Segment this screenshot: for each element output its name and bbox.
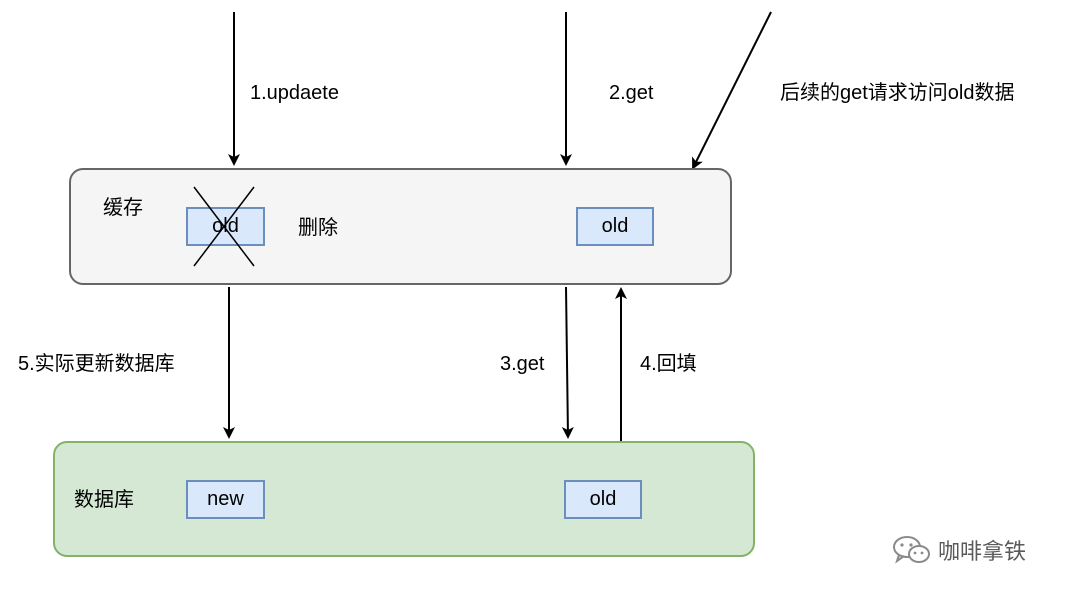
database-box [53,441,755,557]
arrow-get-db [561,286,574,439]
arrow-later-get [692,11,772,170]
database-old-value: old [564,480,642,519]
delete-label: 删除 [298,217,338,239]
step3-label: 3.get [500,353,545,375]
cache-old-value-deleted: old [186,207,265,246]
step1-label: 1.updaete [250,82,339,104]
database-new-value: new [186,480,265,519]
step4-label: 4.回填 [640,353,697,375]
step5-label: 5.实际更新数据库 [18,353,175,375]
later-get-label: 后续的get请求访问old数据 [780,82,1015,104]
watermark: 咖啡拿铁 [892,534,1026,566]
database-title: 数据库 [74,489,134,511]
wechat-icon [892,535,932,565]
cache-old-value: old [576,207,654,246]
cache-title: 缓存 [103,197,143,219]
watermark-text: 咖啡拿铁 [938,540,1027,565]
step2-label: 2.get [609,82,654,104]
